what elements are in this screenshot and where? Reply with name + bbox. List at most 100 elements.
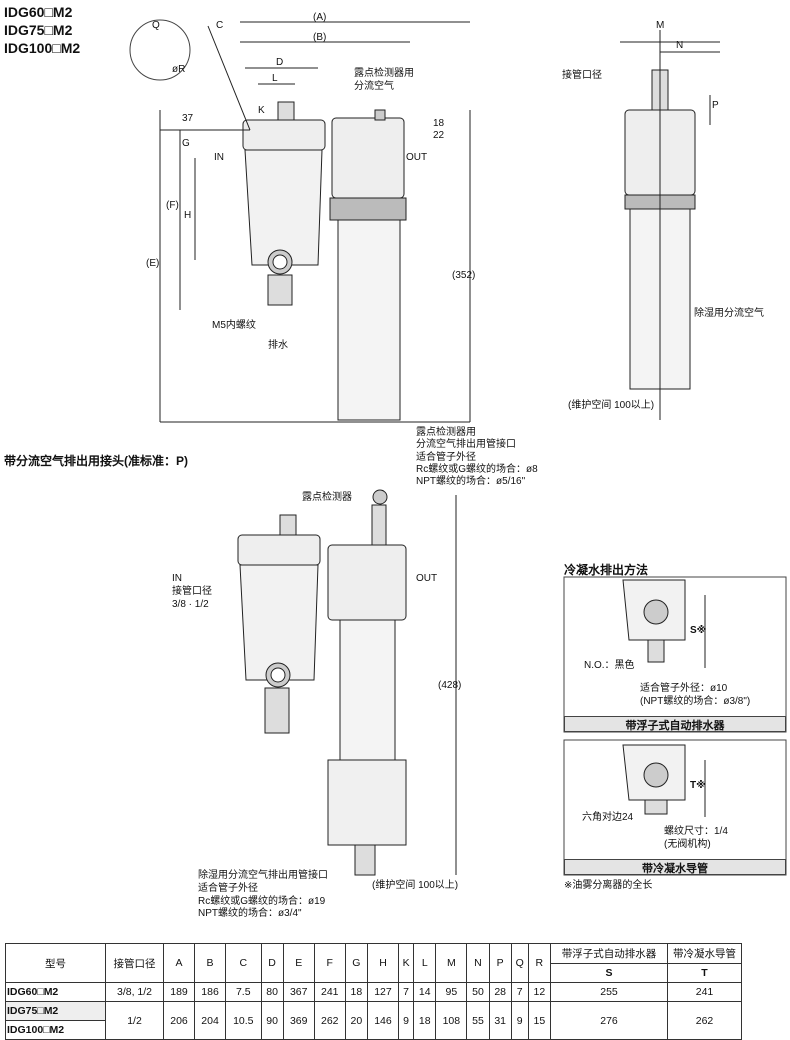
drain-guide-panel [563, 739, 787, 876]
cell: 241 [667, 982, 742, 1002]
dim-P: P [712, 100, 719, 111]
dim-428: (428) [438, 680, 462, 691]
dim-K: K [258, 105, 265, 116]
th-C: C [225, 943, 262, 983]
dew-port-3: 适合管子外径 [416, 452, 476, 463]
dim-L: L [272, 73, 278, 84]
in-label-2: IN [172, 573, 182, 584]
dim-F: (F) [166, 200, 179, 211]
th-S: S [550, 963, 668, 983]
cell: 189 [162, 982, 196, 1002]
cell: 186 [194, 982, 227, 1002]
note-label: ※油雾分离器的全长 [564, 880, 653, 891]
th-M: M [435, 943, 468, 983]
dehum-port-1: 除湿用分流空气排出用管接口 [198, 870, 328, 881]
m5-label: M5内螺纹 [212, 320, 256, 331]
front-view-branch [237, 489, 457, 876]
th-A: A [162, 943, 196, 983]
tube-label: 适合管子外径：ø10 [640, 683, 728, 694]
dim-S: S※ [690, 625, 707, 636]
thread-label: 螺纹尺寸：1/4 [664, 826, 728, 837]
dew-port-2: 分流空气排出用管接口 [416, 439, 516, 450]
th-L: L [413, 943, 437, 983]
drain-heading: 冷凝水排出方法 [564, 563, 649, 577]
section2-heading: 带分流空气排出用接头(准标准：P) [4, 454, 188, 468]
front-view-top [129, 19, 471, 423]
dim-352: (352) [452, 270, 476, 281]
cell: 127 [366, 982, 400, 1002]
dew-port-1: 露点检测器用 [416, 427, 476, 438]
dim-22: 22 [433, 130, 445, 141]
dim-T: T※ [690, 780, 706, 791]
out-label: OUT [406, 152, 428, 163]
port-size-label: 3/8 · 1/2 [172, 599, 209, 610]
th-D: D [260, 943, 284, 983]
side-port-label: 接管口径 [562, 70, 602, 81]
cell: 50 [466, 982, 490, 1002]
novalve-label: (无阀机构) [664, 839, 711, 850]
dim-E: (E) [146, 258, 160, 269]
model-title-1: IDG60□M2 [4, 4, 73, 20]
cell: 12 [527, 982, 552, 1002]
th-R: R [527, 943, 552, 983]
th-K: K [397, 943, 415, 983]
maint-label-2: (维护空间 100以上) [372, 880, 459, 891]
th-F: F [313, 943, 346, 983]
dehum-port-4: NPT螺纹的场合：ø3/4" [198, 908, 302, 919]
hex-label: 六角对边24 [582, 812, 634, 823]
table-row: IDG60□M2 3/8, 1/2 189 186 7.5 80 367 241… [5, 982, 742, 1002]
dim-D: D [276, 57, 284, 68]
cell: 7.5 [225, 982, 262, 1002]
table-row: IDG75□M2 1/2 206 204 10.5 90 369 262 20 … [5, 1001, 742, 1040]
th-G: G [344, 943, 368, 983]
th-P: P [488, 943, 512, 983]
auto-drain-panel [563, 576, 787, 733]
cell: 28 [488, 982, 512, 1002]
cell: 18 [344, 982, 368, 1002]
in-label: IN [214, 152, 224, 163]
th-N: N [466, 943, 490, 983]
dim-M: M [656, 20, 665, 31]
th-drain-guide: 带冷凝水导管 [667, 943, 742, 964]
out-label-2: OUT [416, 573, 438, 584]
dew-branch-label: 露点检测器用 [354, 68, 414, 79]
npt-label: (NPT螺纹的场合：ø3/8") [640, 696, 751, 707]
dew-branch-label-2: 分流空气 [354, 81, 394, 92]
dew-port-4: Rc螺纹或G螺纹的场合：ø8 [416, 464, 538, 475]
cell: 95 [435, 982, 468, 1002]
th-model: 型号 [5, 943, 106, 983]
dimension-table: 型号 接管口径 A B C D E F G H K L M N P Q R 带浮… [5, 943, 742, 1040]
auto-drain-caption: 带浮子式自动排水器 [564, 716, 786, 732]
drain-guide-caption: 带冷凝水导管 [564, 859, 786, 875]
dim-C: C [216, 20, 224, 31]
dim-N: N [676, 40, 684, 51]
dim-H: H [184, 210, 192, 221]
technical-drawing [129, 19, 787, 876]
cell: 7 [510, 982, 529, 1002]
cell: 241 [313, 982, 346, 1002]
th-E: E [282, 943, 315, 983]
dim-B: (B) [313, 32, 327, 43]
dim-G: G [182, 138, 190, 149]
th-B: B [194, 943, 227, 983]
dehum-port-2: 适合管子外径 [198, 883, 258, 894]
dim-A: (A) [313, 12, 327, 23]
dehum-label: 除湿用分流空气 [694, 308, 764, 319]
dim-37: 37 [182, 113, 194, 124]
dim-Q: Q [152, 20, 160, 31]
cell: 7 [397, 982, 415, 1002]
model-cell: IDG100□M2 [5, 1020, 106, 1040]
th-H: H [366, 943, 400, 983]
cell: 80 [260, 982, 284, 1002]
th-T: T [667, 963, 742, 983]
maint-label-top: (维护空间 100以上) [568, 400, 655, 411]
cell: 255 [550, 982, 668, 1002]
dim-R: øR [172, 64, 186, 75]
th-auto-drain: 带浮子式自动排水器 [550, 943, 668, 964]
drain-detail-drawings [622, 579, 706, 817]
model-cell: IDG60□M2 [5, 982, 106, 1002]
side-view [620, 30, 720, 420]
dew-port-5: NPT螺纹的场合：ø5/16" [416, 476, 526, 487]
cell: 3/8, 1/2 [105, 982, 164, 1002]
dew-detector-label: 露点检测器 [302, 492, 352, 503]
